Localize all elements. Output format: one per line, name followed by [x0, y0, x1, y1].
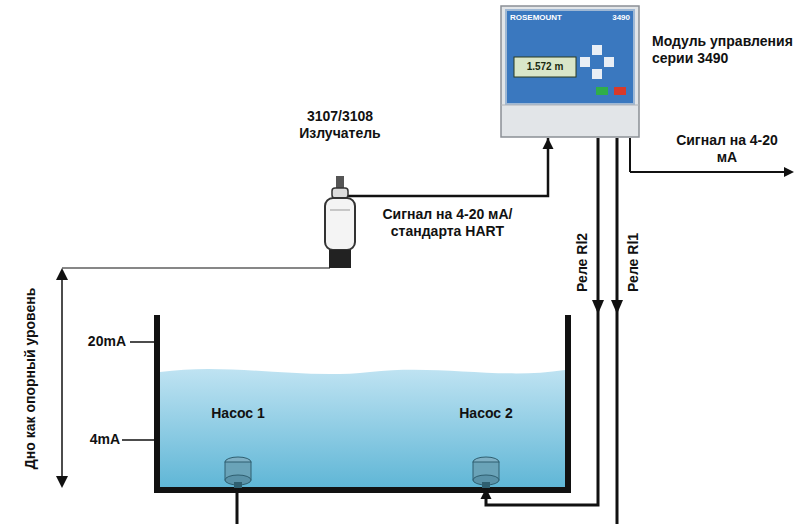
tank — [157, 315, 568, 490]
node-label: 3107/3108 Излучатель — [280, 108, 400, 142]
tick — [130, 341, 155, 343]
tick — [122, 439, 155, 441]
connector-label: Сигнал на 4-20 мА/ стандарта HART — [360, 206, 535, 240]
water — [160, 369, 565, 488]
signal-label: Сигнал на 4-20 мА — [672, 132, 782, 166]
transmitter-icon — [322, 176, 358, 268]
pump-icon — [220, 455, 256, 488]
device-text: 3490 — [600, 13, 630, 23]
device-text: 1.572 m — [516, 61, 574, 73]
node-label: Модуль управления серии 3490 — [652, 33, 810, 67]
dimension-arrow — [61, 280, 63, 478]
connector-line — [486, 138, 598, 505]
relay-wire — [616, 138, 619, 524]
node-label: Насос 2 — [438, 405, 534, 422]
pipe — [236, 488, 239, 524]
connector-line — [340, 138, 548, 196]
connector-label: Реле Rl2 — [574, 217, 591, 307]
reference-label: Дно как опорный уровень — [22, 263, 39, 493]
output-wire — [630, 171, 792, 173]
arrowhead — [543, 138, 554, 149]
transmitter: 3107/3108 Излучатель — [322, 176, 358, 268]
connector — [481, 138, 599, 505]
device-text: ROSEMOUNT — [510, 13, 580, 23]
pump-icon — [468, 455, 504, 488]
reference-line — [62, 267, 330, 268]
level-mark: 20mA — [76, 333, 126, 350]
arrowhead — [481, 488, 492, 499]
control-module-housing — [500, 5, 640, 138]
arrowhead — [56, 476, 68, 488]
arrowhead — [611, 300, 623, 314]
connector — [340, 138, 554, 196]
control-module: ROSEMOUNT34901.572 mМодуль управления се… — [500, 5, 640, 138]
output-wire — [629, 138, 631, 172]
pump: Насос 2 — [468, 455, 504, 488]
node-label: Насос 1 — [190, 405, 286, 422]
pump: Насос 1 — [220, 455, 256, 488]
arrowhead — [56, 268, 68, 280]
level-mark: 4mA — [76, 431, 120, 448]
relay-label: Реле Rl1 — [625, 217, 642, 307]
